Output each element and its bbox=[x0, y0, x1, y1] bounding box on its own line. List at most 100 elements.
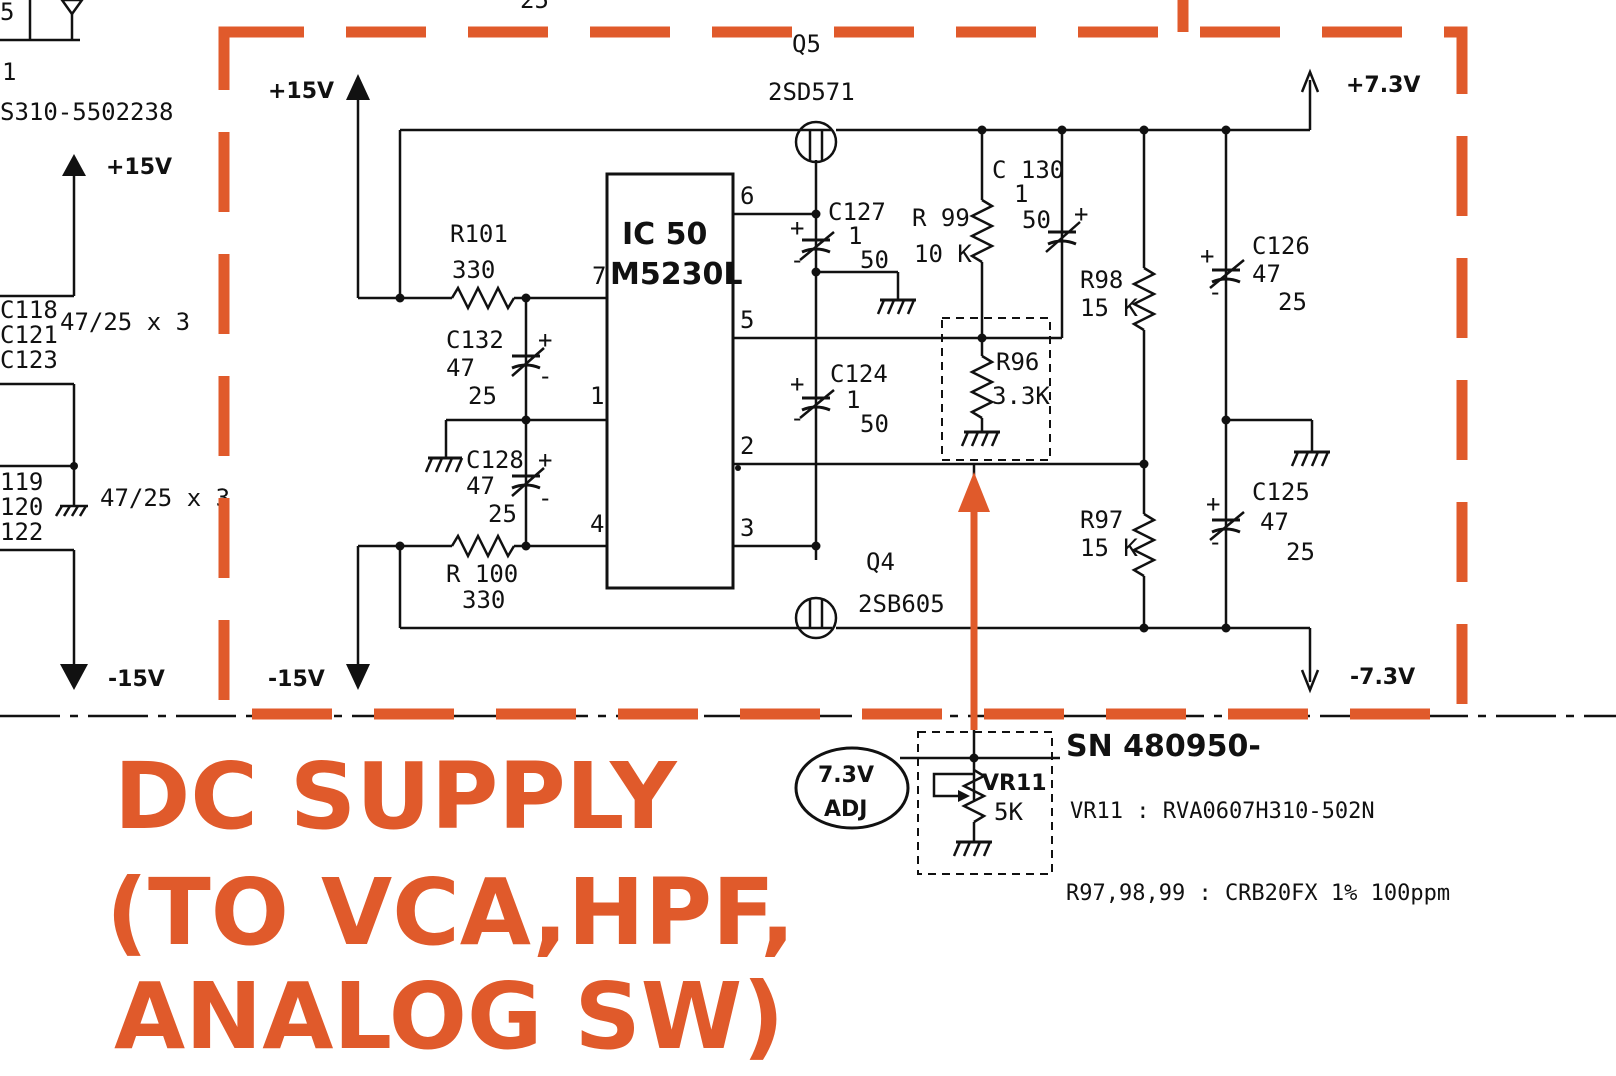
ic50-box bbox=[605, 172, 735, 590]
c126-ref: C126 bbox=[1252, 232, 1310, 260]
r100-val: 330 bbox=[462, 586, 505, 614]
ground-icon bbox=[960, 430, 1000, 447]
p73-out-label: +7.3V bbox=[1346, 73, 1420, 98]
r98-resistor bbox=[1131, 266, 1157, 332]
svg-text:+: + bbox=[538, 326, 552, 354]
pin-5: 5 bbox=[740, 306, 754, 334]
c128-capacitor: + - bbox=[511, 446, 552, 512]
left-c121: C121 bbox=[0, 321, 58, 349]
c132-capacitor: + - bbox=[511, 326, 552, 390]
arrow-down-icon bbox=[346, 664, 370, 690]
svg-text:+: + bbox=[1200, 242, 1214, 270]
r97-ref: R97 bbox=[1080, 506, 1123, 534]
c132-num: 47 bbox=[446, 354, 475, 382]
vr11-value: 5K bbox=[994, 798, 1023, 826]
q4-ref: Q4 bbox=[866, 548, 895, 576]
triangle-icon bbox=[60, 0, 84, 17]
r99-ref: R 99 bbox=[912, 204, 970, 232]
r96-val: 3.3K bbox=[992, 382, 1050, 410]
title-line-1: DC SUPPLY bbox=[114, 743, 678, 850]
c130-capacitor: + bbox=[1045, 200, 1088, 253]
r97-val: 15 K bbox=[1080, 534, 1138, 562]
q4-transistor bbox=[794, 596, 838, 640]
ground-icon bbox=[876, 298, 916, 315]
m73-out-label: -7.3V bbox=[1350, 665, 1415, 690]
left-m15-label: -15V bbox=[108, 667, 165, 692]
left-r119: 119 bbox=[0, 468, 43, 496]
q5-part: 2SD571 bbox=[768, 78, 855, 106]
pin-6: 6 bbox=[740, 182, 754, 210]
svg-text:-: - bbox=[1208, 278, 1222, 306]
title-line-2: (TO VCA,HPF, bbox=[106, 859, 795, 966]
left-ref1: 1 bbox=[2, 58, 16, 86]
svg-text:+: + bbox=[790, 214, 804, 242]
adj-badge-outline bbox=[794, 746, 910, 830]
pin-4: 4 bbox=[590, 510, 604, 538]
r100-ref: R 100 bbox=[446, 560, 518, 588]
adjust-arrow bbox=[958, 472, 990, 730]
svg-text:+: + bbox=[790, 370, 804, 398]
r101-val: 330 bbox=[452, 256, 495, 284]
svg-text:-: - bbox=[790, 404, 804, 432]
left-ref2: 5 bbox=[0, 0, 14, 26]
ground-icon bbox=[1290, 450, 1330, 467]
ground-icon bbox=[54, 504, 88, 517]
arrow-down-icon bbox=[60, 664, 88, 690]
c126-num: 47 bbox=[1252, 260, 1281, 288]
left-r122: 122 bbox=[0, 518, 43, 546]
r101-ref: R101 bbox=[450, 220, 508, 248]
svg-text:-: - bbox=[538, 362, 552, 390]
c125-num: 47 bbox=[1260, 508, 1289, 536]
c124-capacitor: + - bbox=[790, 370, 835, 432]
r99-resistor bbox=[969, 198, 995, 264]
r98-ref: R98 bbox=[1080, 266, 1123, 294]
c124-num: 1 bbox=[846, 386, 860, 414]
svg-text:+: + bbox=[1074, 200, 1088, 228]
pin-7: 7 bbox=[592, 262, 606, 290]
ic50-ref: IC 50 bbox=[622, 217, 707, 252]
c127-num: 1 bbox=[848, 222, 862, 250]
ground-icon bbox=[424, 456, 464, 473]
svg-text:-: - bbox=[538, 484, 552, 512]
m15-in-label: -15V bbox=[268, 667, 325, 692]
r96-resistor bbox=[969, 354, 995, 420]
adj-badge-text: ADJ bbox=[824, 797, 867, 822]
svg-text:+: + bbox=[538, 446, 552, 474]
r97-resistor bbox=[1131, 512, 1157, 578]
r98-val: 15 K bbox=[1080, 294, 1138, 322]
p15-in-label: +15V bbox=[268, 79, 334, 104]
left-cap-upper: 47/25 x 3 bbox=[60, 308, 190, 336]
vr11-dashed-box bbox=[917, 731, 1053, 875]
left-r120: 120 bbox=[0, 493, 43, 521]
r100-resistor bbox=[450, 533, 516, 559]
svg-text:-: - bbox=[790, 246, 804, 274]
left-cap-lower: 47/25 x 3 bbox=[100, 484, 230, 512]
arrow-up-icon bbox=[1300, 68, 1320, 93]
vr11-potentiometer bbox=[932, 768, 992, 857]
c125-den: 25 bbox=[1286, 538, 1315, 566]
c126-den: 25 bbox=[1278, 288, 1307, 316]
vr11-part-note: VR11 : RVA0607H310-502N bbox=[1070, 799, 1375, 824]
left-p15-label: +15V bbox=[106, 155, 172, 180]
vr11-ref: VR11 bbox=[982, 771, 1047, 796]
ic50-part: M5230L bbox=[610, 257, 742, 292]
top-partial-label: 25 bbox=[520, 0, 549, 14]
c126-capacitor: + - bbox=[1200, 242, 1245, 306]
dc-supply-block-outline bbox=[218, 26, 1468, 720]
arrow-up-icon bbox=[62, 154, 86, 176]
title-line-3: ANALOG SW) bbox=[114, 963, 784, 1070]
adj-badge-voltage: 7.3V bbox=[818, 763, 874, 788]
r99-val: 10 K bbox=[914, 240, 972, 268]
c130-num: 1 bbox=[1014, 180, 1028, 208]
resistor-spec-note: R97,98,99 : CRB20FX 1% 100ppm bbox=[1066, 881, 1450, 906]
c124-den: 50 bbox=[860, 410, 889, 438]
svg-text:+: + bbox=[1206, 490, 1220, 518]
left-c123: C123 bbox=[0, 346, 58, 374]
r96-ref: R96 bbox=[996, 348, 1039, 376]
c128-den: 25 bbox=[488, 500, 517, 528]
pin-3: 3 bbox=[740, 514, 754, 542]
c127-den: 50 bbox=[860, 246, 889, 274]
arrow-down-icon bbox=[1300, 669, 1320, 694]
c128-ref: C128 bbox=[466, 446, 524, 474]
